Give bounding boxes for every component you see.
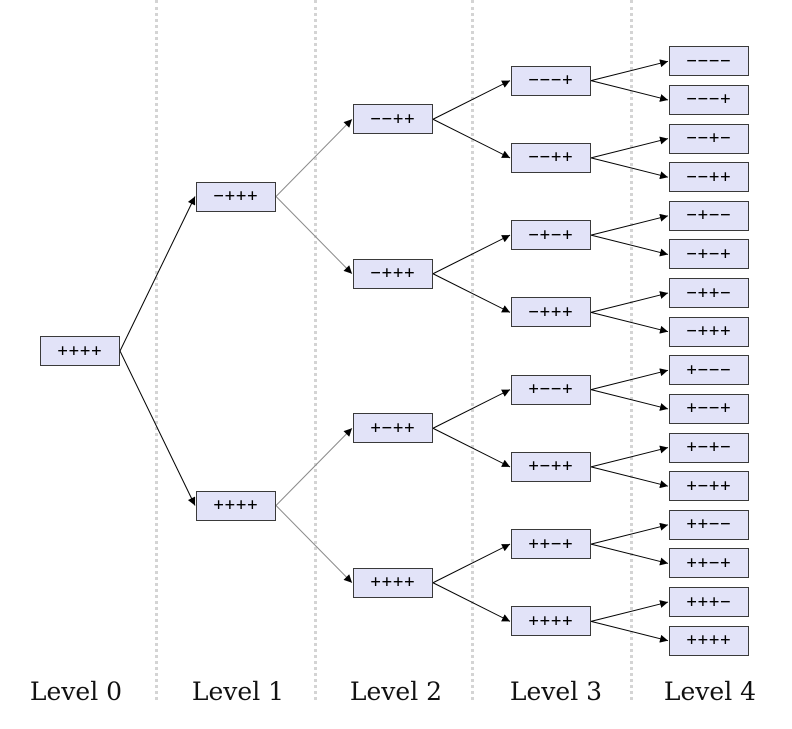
tree-node-level-4: +++− xyxy=(669,587,749,618)
tree-node-level-4: −+−− xyxy=(669,200,749,231)
tree-node-level-4: +−−− xyxy=(669,355,749,386)
tree-edge xyxy=(432,543,511,584)
tree-edge xyxy=(432,273,511,313)
tree-node-level-4: −++− xyxy=(669,278,749,309)
level-label-2: Level 2 xyxy=(349,677,443,706)
tree-node-level-3: −−−+ xyxy=(511,65,591,96)
tree-edge xyxy=(432,234,511,275)
level-label-0: Level 0 xyxy=(29,677,123,706)
level-label-4: Level 4 xyxy=(663,677,757,706)
tree-edge xyxy=(590,234,669,257)
tree-node-level-4: ++++ xyxy=(669,625,749,656)
tree-node-level-4: −+++ xyxy=(669,316,749,347)
tree-node-level-2: −−++ xyxy=(353,104,433,135)
tree-edge xyxy=(119,196,196,352)
tree-node-level-3: ++++ xyxy=(511,606,591,637)
tree-edge xyxy=(590,59,669,82)
tree-edge xyxy=(590,445,669,468)
tree-node-level-4: −−+− xyxy=(669,123,749,154)
tree-edge xyxy=(590,543,669,566)
tree-edge xyxy=(590,600,669,622)
tree-node-level-4: −−++ xyxy=(669,162,749,193)
tree-node-level-4: −+−+ xyxy=(669,239,749,270)
tree-edge xyxy=(432,427,511,468)
tree-node-level-4: +−+− xyxy=(669,432,749,463)
tree-edge xyxy=(590,157,669,180)
tree-node-level-3: +−++ xyxy=(511,451,591,482)
tree-node-level-2: −+++ xyxy=(353,258,433,289)
tree-node-level-0: ++++ xyxy=(40,336,120,366)
tree-edge xyxy=(275,118,353,197)
tree-edge xyxy=(432,118,511,159)
tree-node-level-2: ++++ xyxy=(353,567,433,598)
tree-edge xyxy=(590,291,669,313)
tree-node-level-4: −−−− xyxy=(669,46,749,77)
level-label-1: Level 1 xyxy=(191,677,285,706)
tree-node-level-3: ++−+ xyxy=(511,529,591,560)
level-label-3: Level 3 xyxy=(509,677,603,706)
tree-edge xyxy=(590,136,669,159)
tree-node-level-4: ++−+ xyxy=(669,548,749,579)
tree-node-level-3: −+++ xyxy=(511,297,591,328)
tree-edge xyxy=(432,389,511,429)
tree-edge xyxy=(590,522,669,545)
tree-node-level-4: ++−− xyxy=(669,509,749,540)
tree-edge xyxy=(432,582,511,622)
tree-edge xyxy=(275,505,353,584)
tree-edge xyxy=(432,80,511,120)
tree-edge xyxy=(590,311,669,334)
tree-node-level-3: +−−+ xyxy=(511,374,591,405)
tree-node-level-4: −−−+ xyxy=(669,84,749,115)
tree-edge xyxy=(590,389,669,411)
tree-edge xyxy=(119,350,196,506)
level-separator xyxy=(314,0,317,700)
tree-node-level-1: −+++ xyxy=(196,181,276,212)
tree-edge xyxy=(275,196,353,275)
tree-edge xyxy=(590,213,669,236)
tree-node-level-1: ++++ xyxy=(196,490,276,521)
tree-node-level-4: +−−+ xyxy=(669,393,749,424)
tree-node-level-4: +−++ xyxy=(669,471,749,502)
tree-node-level-2: +−++ xyxy=(353,413,433,444)
tree-edge xyxy=(590,620,669,643)
tree-node-level-3: −−++ xyxy=(511,142,591,173)
tree-edge xyxy=(590,368,669,391)
level-separator xyxy=(630,0,633,700)
tree-edge xyxy=(590,80,669,102)
level-separator xyxy=(471,0,474,700)
tree-edge xyxy=(275,427,353,506)
tree-node-level-3: −+−+ xyxy=(511,220,591,251)
level-separator xyxy=(155,0,158,700)
tree-edge xyxy=(590,466,669,489)
